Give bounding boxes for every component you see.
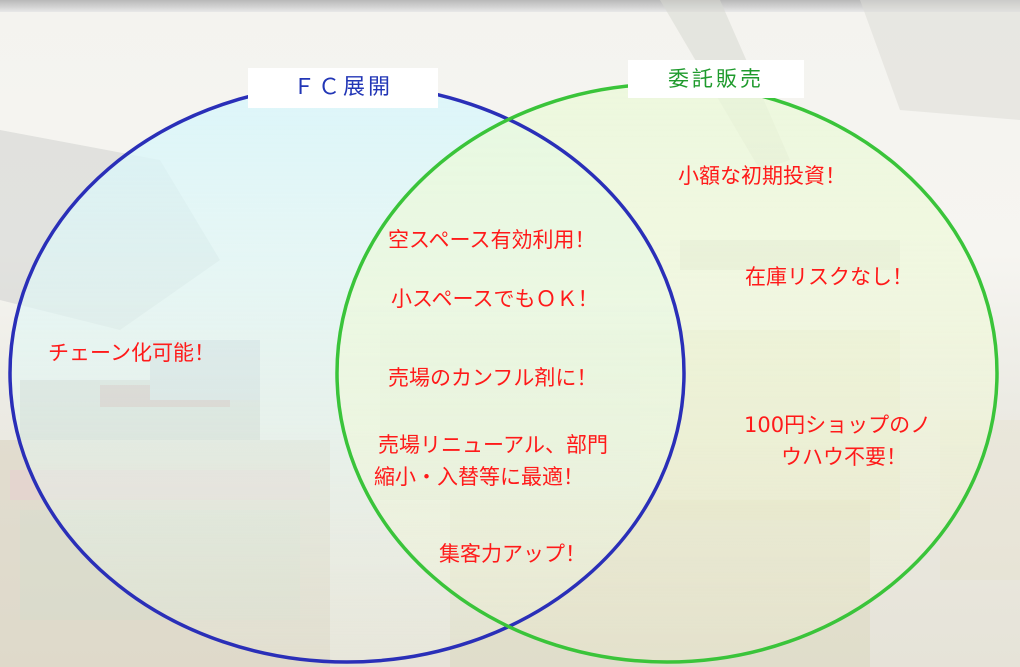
itaku-set-region [337, 84, 997, 662]
overlap-item-stimulus: 売場のカンフル剤に！ [388, 366, 598, 390]
itaku-item-initial-cost: 小額な初期投資！ [678, 164, 846, 188]
itaku-item-no-stock-risk: 在庫リスクなし！ [745, 265, 913, 289]
overlap-item-customers: 集客力アップ！ [439, 542, 586, 566]
fc-set-label: ＦＣ展開 [248, 68, 438, 108]
top-edge-strip [0, 0, 1020, 12]
overlap-item-small-space: 小スペースでもＯＫ！ [391, 287, 599, 311]
itaku-item-knowhow-line1: 100円ショップのノ [744, 413, 932, 437]
itaku-set-label: 委託販売 [628, 60, 804, 98]
overlap-item-renewal-line1: 売場リニューアル、部門 [378, 433, 608, 457]
fc-item-chain: チェーン化可能！ [48, 341, 215, 365]
overlap-item-empty-space: 空スペース有効利用！ [388, 228, 596, 252]
overlap-item-renewal-line2: 縮小・入替等に最適！ [374, 465, 584, 489]
itaku-item-knowhow-line2: ウハウ不要！ [781, 445, 907, 469]
